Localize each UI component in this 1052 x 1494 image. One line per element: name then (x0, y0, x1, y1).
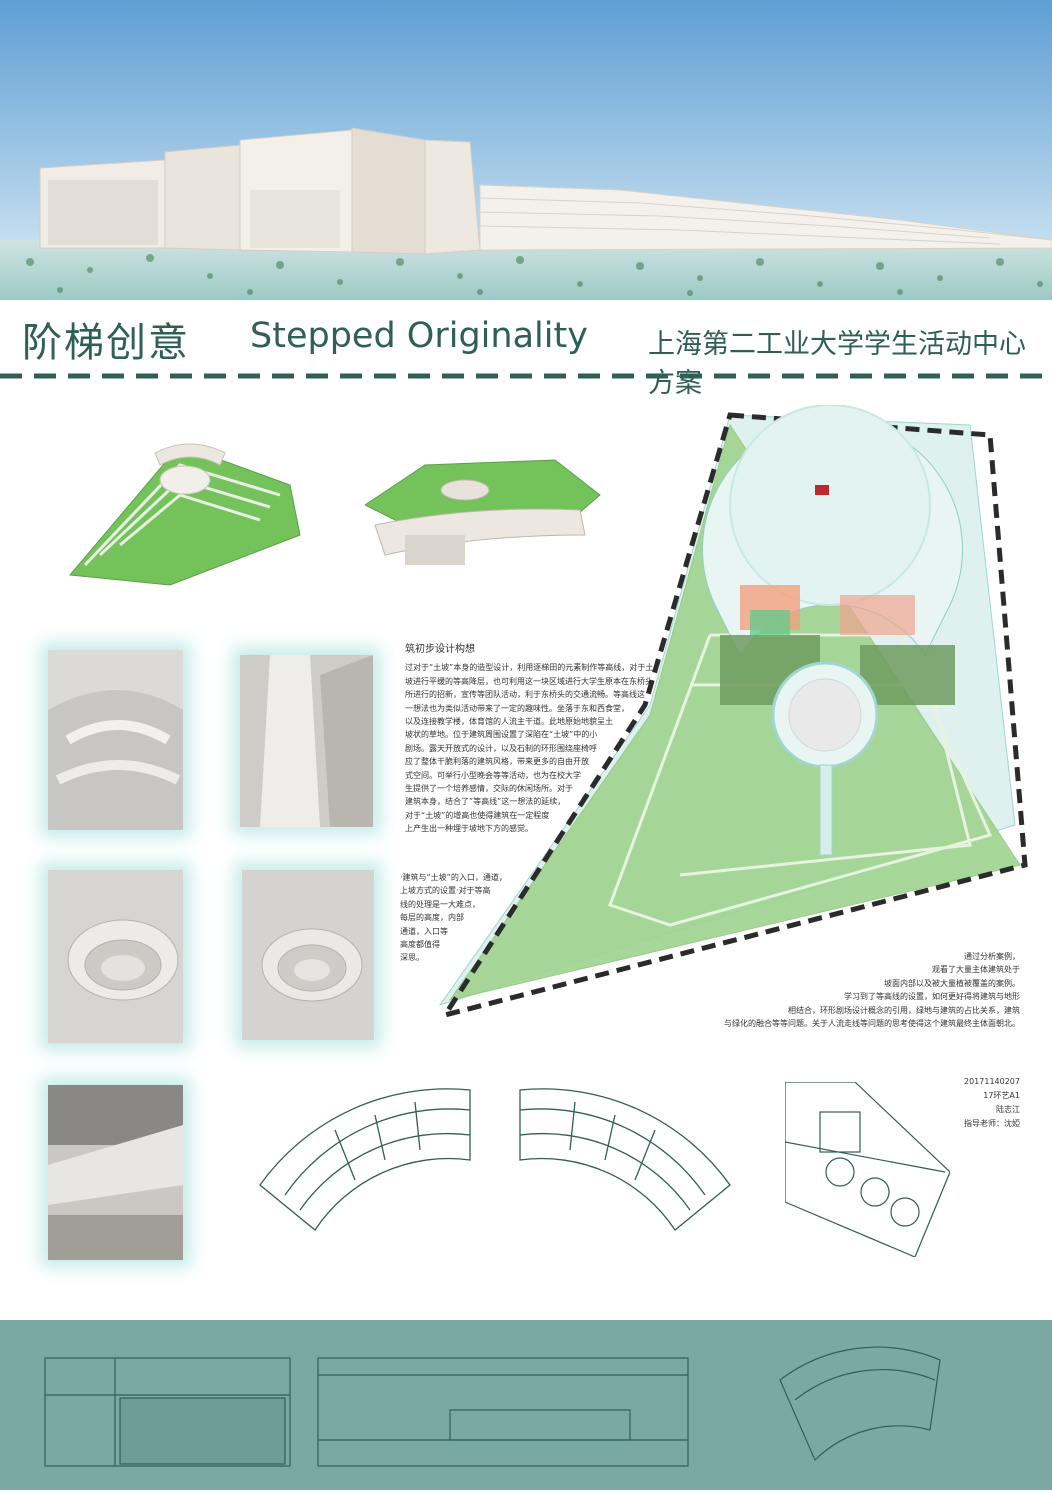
model-photo-5 (48, 1085, 183, 1260)
student-id: 20171140207 (964, 1077, 1020, 1086)
design-concept-heading: 筑初步设计构想 (405, 644, 475, 655)
student-name: 陆志江 (996, 1105, 1020, 1114)
design-line: 一想法也为类似活动带来了一定的趣味性。坐落于东和西食堂， (405, 703, 629, 713)
title-divider (0, 373, 1052, 379)
floor-plan-1 (259, 1088, 471, 1231)
design-concept-text: 筑初步设计构想 过对于“土坡”本身的造型设计，利用逐梯田的元素制作等高线，对于土… (405, 643, 653, 836)
entrance-line: 每层的高度，内部 (400, 913, 464, 923)
design-line: 上产生出一种埋于坡地下方的感觉。 (405, 824, 533, 834)
analysis-text: 通过分析案例， 观看了大量主体建筑处于 坡面内部以及被大量植被覆盖的案例。 学习… (700, 950, 1020, 1030)
page-subtitle: 上海第二工业大学学生活动中心方案 (648, 329, 1026, 399)
design-line: 以及连接教学楼，体育馆的人流主干道。此地原始地貌呈土 (405, 717, 613, 727)
detail-plan (785, 1082, 950, 1257)
entrance-line: 深思。 (400, 953, 424, 963)
entrance-line: 通道，入口等 (400, 926, 448, 936)
entrance-line: 高度都值得 (400, 940, 440, 950)
design-line: 式空间。可举行小型晚会等等活动，也为在校大学 (405, 770, 581, 780)
model-render-2 (364, 455, 605, 575)
design-line: 坡状的草地。位于建筑周围设置了深陷在“土坡”中的小 (405, 730, 598, 740)
hero-render (0, 0, 1052, 300)
design-line: 过对于“土坡”本身的造型设计，利用逐梯田的元素制作等高线，对于土 (405, 663, 654, 673)
advisor: 指导老师：沈婭 (964, 1119, 1020, 1128)
design-line: 所进行的招新，宣传等团队活动，利于东桥头的交通流畅。等高线这 (405, 690, 645, 700)
hero-building-render (0, 0, 1052, 300)
analysis-line: 坡面内部以及被大量植被覆盖的案例。 (884, 978, 1020, 988)
entrance-text: ·建筑与“土坡”的入口，通道， 上坡方式的设置·对于等高 线的处理是一大难点， … (400, 871, 507, 965)
entrance-line: 上坡方式的设置·对于等高 (400, 886, 491, 896)
analysis-line: 通过分析案例， (964, 952, 1020, 961)
design-line: 对于“土坡”的增高也使得建筑在一定程度 (405, 810, 550, 820)
site-plan (438, 405, 1028, 1020)
elevation-drawings (44, 1346, 941, 1467)
design-line: 坡进行平缓的等高降层，也可利用这一块区域进行大学生原本在东桥头 (405, 676, 653, 686)
floor-plan-2 (519, 1088, 731, 1231)
model-photo-4 (242, 870, 374, 1040)
footer-band (0, 1320, 1052, 1490)
model-photo-3 (48, 870, 183, 1043)
model-photo-2 (240, 655, 373, 827)
class-name: 17环艺A1 (983, 1091, 1020, 1100)
design-line: 生提供了一个培养感情，交际的休闲场所。对于 (405, 784, 573, 794)
model-render-1 (50, 425, 315, 590)
analysis-line: 相结合，环形剧场设计概念的引用，绿地与建筑的占比关系，建筑 (788, 1005, 1020, 1015)
analysis-line: 学习到了等高线的设置，如何更好得将建筑与地形 (844, 992, 1020, 1002)
floor-plans (259, 1088, 731, 1231)
analysis-line: 与绿化的融合等等问题。关于人流走线等问题的思考使得这个建筑最终主体面朝北。 (724, 1019, 1020, 1029)
design-line: 应了整体干脆利落的建筑风格，带来更多的自由开放 (405, 757, 589, 767)
entrance-line: 线的处理是一大难点， (400, 899, 480, 909)
credits: 20171140207 17环艺A1 陆志江 指导老师：沈婭 (870, 1075, 1020, 1131)
page-title-cn: 阶梯创意 (22, 320, 190, 366)
analysis-line: 观看了大量主体建筑处于 (932, 965, 1020, 975)
design-line: 建筑本身，结合了”等高线”这一想法的延续， (405, 797, 566, 807)
design-line: 剧场。露天开放式的设计，以及石制的环形围绕座椅呼 (405, 743, 597, 753)
page-title-en: Stepped Originality (250, 316, 588, 356)
entrance-line: ·建筑与“土坡”的入口，通道， (400, 873, 507, 882)
model-photo-1 (48, 650, 183, 830)
